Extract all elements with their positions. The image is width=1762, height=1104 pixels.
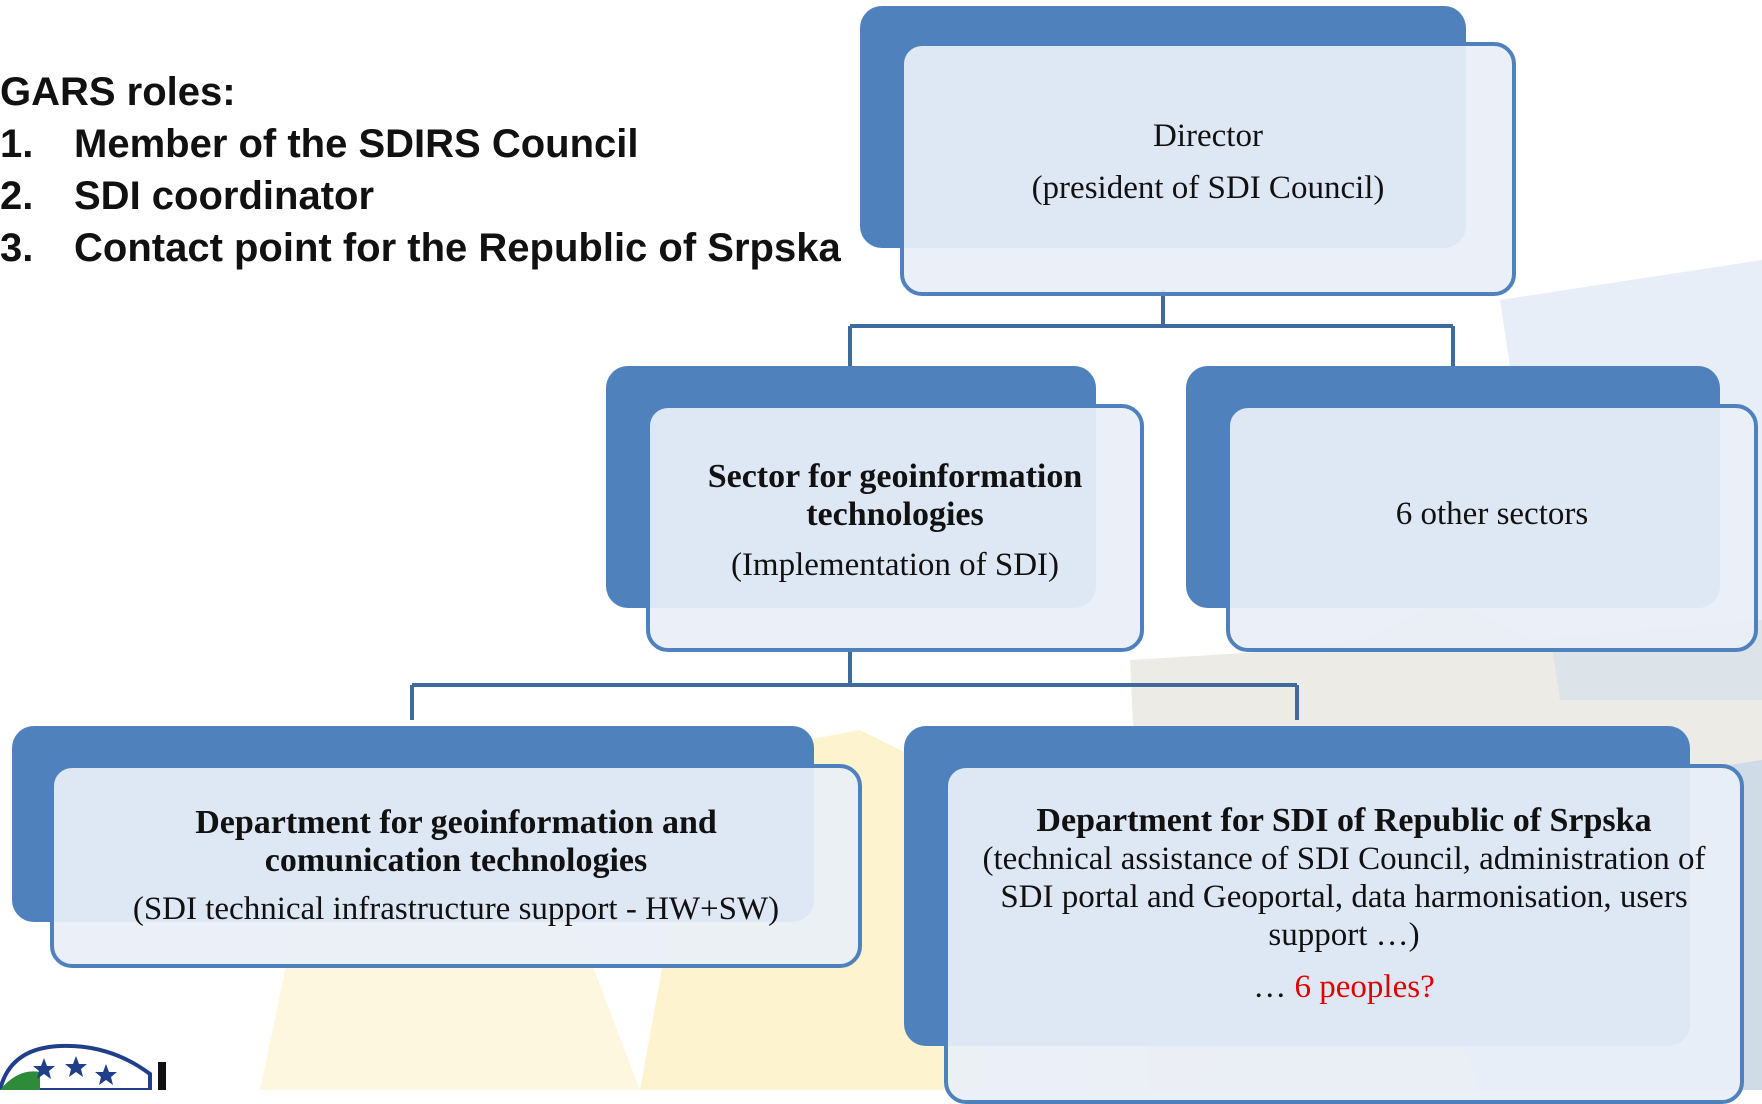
department-sdi-node: Department for SDI of Republic of Srpska… bbox=[904, 726, 1744, 1104]
role-item: 2. SDI coordinator bbox=[0, 170, 841, 222]
role-text: Contact point for the Republic of Srpska bbox=[74, 226, 841, 270]
gars-logo-icon bbox=[0, 1043, 166, 1090]
department-ict-subtitle: (SDI technical infrastructure support - … bbox=[132, 891, 780, 927]
department-ict-title: Department for geoinformation and comuni… bbox=[195, 804, 717, 879]
role-number: 1. bbox=[0, 122, 34, 166]
department-ict-box: Department for geoinformation and comuni… bbox=[50, 764, 862, 968]
roles-heading: GARS roles: bbox=[0, 70, 236, 114]
sector-geoinformation-title: Sector for geoinformation technologies bbox=[707, 458, 1083, 533]
other-sectors-label: 6 other sectors bbox=[1395, 496, 1589, 532]
department-sdi-box: Department for SDI of Republic of Srpska… bbox=[944, 764, 1744, 1104]
director-title: Director bbox=[1153, 118, 1263, 154]
department-sdi-title: Department for SDI of Republic of Srpska bbox=[1036, 802, 1652, 839]
sector-geoinformation-subtitle: (Implementation of SDI) bbox=[730, 547, 1060, 583]
role-item: 3. Contact point for the Republic of Srp… bbox=[0, 222, 841, 274]
other-sectors-node: 6 other sectors bbox=[1186, 366, 1762, 652]
role-text: SDI coordinator bbox=[74, 174, 375, 218]
role-text: Member of the SDIRS Council bbox=[74, 122, 639, 166]
department-sdi-subtitle: (technical assistance of SDI Council, ad… bbox=[982, 841, 1706, 953]
role-item: 1. Member of the SDIRS Council bbox=[0, 118, 841, 170]
department-sdi-note: … 6 peoples? bbox=[1253, 968, 1434, 1006]
role-number: 3. bbox=[0, 226, 34, 270]
sector-geoinformation-box: Sector for geoinformation technologies (… bbox=[646, 404, 1144, 652]
director-subtitle: (president of SDI Council) bbox=[1031, 170, 1385, 206]
department-sdi-note-prefix: … bbox=[1253, 969, 1295, 1005]
department-ict-node: Department for geoinformation and comuni… bbox=[12, 726, 864, 968]
director-node-box: Director (president of SDI Council) bbox=[900, 42, 1516, 296]
other-sectors-box: 6 other sectors bbox=[1226, 404, 1758, 652]
gars-roles-list: GARS roles: 1. Member of the SDIRS Counc… bbox=[0, 66, 841, 274]
role-number: 2. bbox=[0, 174, 34, 218]
director-node: Director (president of SDI Council) bbox=[860, 6, 1516, 296]
sector-geoinformation-node: Sector for geoinformation technologies (… bbox=[606, 366, 1144, 652]
staff-count-highlight: 6 peoples? bbox=[1294, 969, 1435, 1005]
